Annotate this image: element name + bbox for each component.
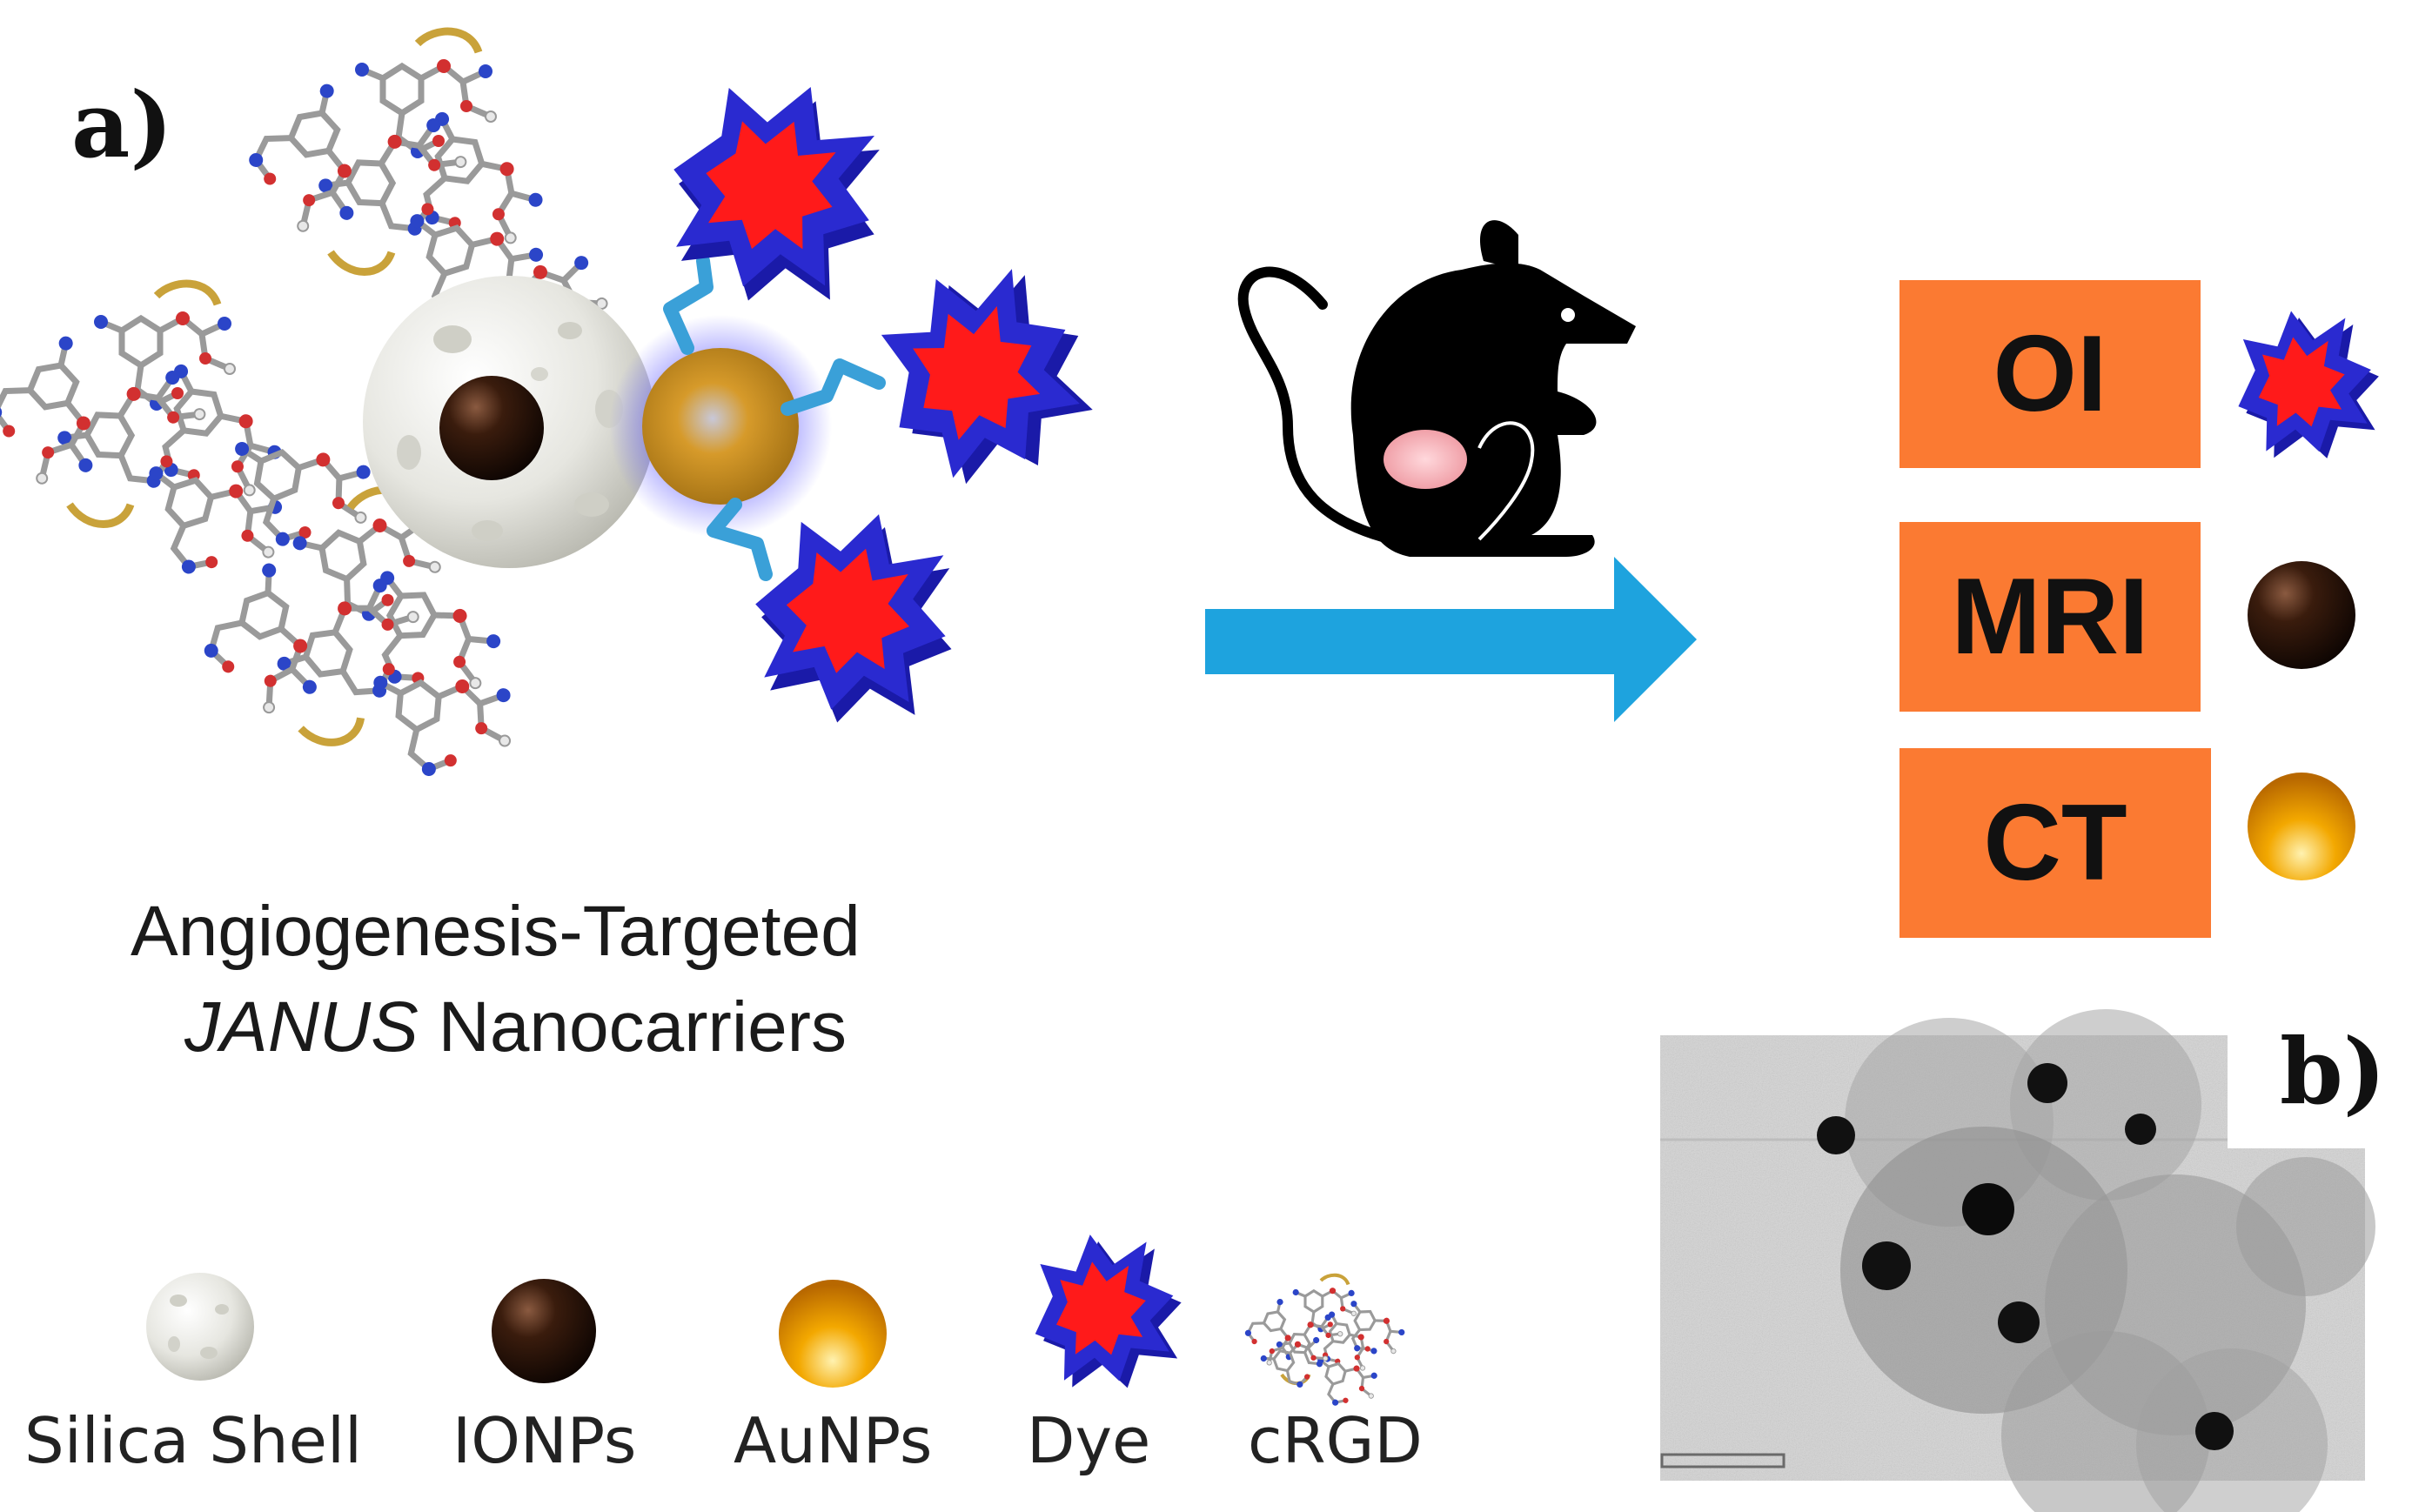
janus-nanocarrier [0,31,1122,833]
legend-label-dye: Dye [1027,1404,1151,1477]
legend-label-silica-shell: Silica Shell [24,1404,362,1477]
ionp-core-icon [439,376,544,480]
caption-line-2: JANUS Nanocarriers [184,992,847,1063]
legend-aunp-icon [779,1280,887,1388]
linker-icon [663,254,886,581]
legend-label-ionps: IONPs [452,1404,637,1477]
tem-micrograph [1660,1009,2375,1512]
legend-silica-shell-icon [146,1273,254,1381]
dye-bottom-icon [731,489,981,746]
mri-ionp-icon [2248,561,2355,669]
dye-right-icon [848,234,1122,512]
caption-janus: JANUS [184,987,419,1067]
legend-crgd-icon [1240,1275,1410,1415]
right-arrow-icon [1205,557,1697,722]
panel-a-label: a) [71,71,173,178]
caption-line-1: Angiogenesis-Targeted [131,892,861,971]
legend-dye-icon [1020,1221,1195,1402]
modality-box-mri: MRI [1899,522,2201,712]
modality-box-ct: CT [1899,748,2211,938]
mouse-icon [1237,220,1636,557]
dye-top-icon [640,52,915,334]
caption-nanocarriers: Nanocarriers [418,987,847,1067]
modality-box-oi: OI [1899,280,2201,468]
legend-ionp-icon [492,1279,596,1383]
ct-aunp-icon [2248,773,2355,880]
oi-dye-icon [2223,298,2392,472]
legend-label-aunps: AuNPs [734,1404,933,1477]
legend-label-crgd: cRGD [1248,1404,1423,1477]
panel-b-label: b) [2280,1018,2386,1125]
aunp-icon [609,315,832,538]
